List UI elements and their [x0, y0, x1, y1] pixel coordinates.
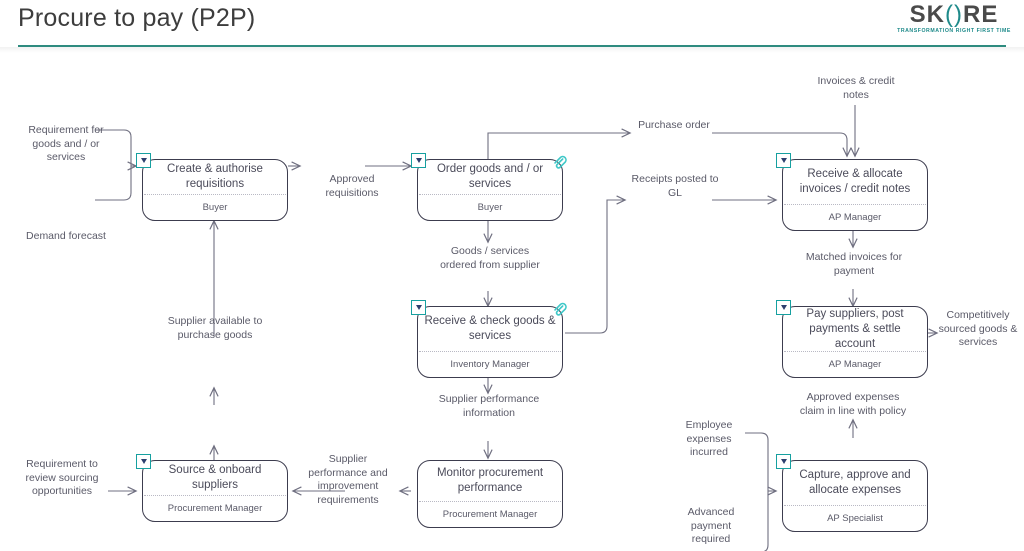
logo-wordmark-left: SK [909, 1, 945, 28]
header-divider [18, 45, 1006, 47]
flow-label-demand-forecast: Demand forecast [26, 230, 106, 242]
node-role: Buyer [144, 194, 286, 220]
process-node-capture-expenses[interactable]: Capture, approve and allocate expenses A… [776, 454, 928, 532]
flow-label-receipts-posted-gl: Receipts posted to GL [631, 173, 719, 199]
node-title: Source & onboard suppliers [168, 464, 262, 491]
process-flow-diagram: Create & authorise requisitions Buyer Or… [0, 48, 1024, 551]
node-role: Buyer [419, 194, 561, 220]
node-role: Procurement Manager [419, 501, 561, 527]
expand-badge-icon[interactable] [136, 153, 151, 168]
flow-label-invoices-credit-notes: Invoices & credit notes [817, 75, 895, 101]
expand-badge-icon[interactable] [411, 300, 426, 315]
attachment-paperclip-icon[interactable] [551, 301, 567, 317]
flow-label-matched-invoices: Matched invoices for payment [805, 251, 903, 277]
node-title: Pay suppliers, post payments & settle ac… [806, 307, 904, 350]
process-node-monitor-procurement[interactable]: Monitor procurement performance Procurem… [417, 460, 563, 528]
node-title: Create & authorise requisitions [167, 163, 263, 190]
skore-logo: SK()RE TRANSFORMATION RIGHT FIRST TIME [894, 2, 1014, 42]
flow-label-advanced-payment: Advanced payment required [687, 506, 735, 545]
flow-label-supplier-available: Supplier available to purchase goods [167, 315, 263, 341]
node-role: AP Manager [784, 204, 926, 230]
process-node-pay-suppliers[interactable]: Pay suppliers, post payments & settle ac… [776, 300, 928, 378]
page-title: Procure to pay (P2P) [18, 4, 256, 32]
flow-label-requirement-goods: Requirement for goods and / or services [28, 124, 104, 163]
process-node-create-requisitions[interactable]: Create & authorise requisitions Buyer [136, 153, 288, 221]
process-node-receive-invoices[interactable]: Receive & allocate invoices / credit not… [776, 153, 928, 231]
process-node-order-goods[interactable]: Order goods and / or services Buyer [411, 153, 567, 221]
flow-label-purchase-order: Purchase order [638, 119, 710, 131]
logo-wordmark: SK()RE [894, 2, 1014, 28]
canvas-top-shading [0, 47, 1024, 53]
node-title: Receive & check goods & services [424, 315, 556, 342]
node-title: Receive & allocate invoices / credit not… [799, 168, 911, 195]
process-node-receive-check-goods[interactable]: Receive & check goods & services Invento… [411, 300, 567, 378]
node-title: Monitor procurement performance [436, 467, 544, 494]
node-role: AP Specialist [784, 505, 926, 531]
expand-badge-icon[interactable] [776, 153, 791, 168]
node-role: Inventory Manager [419, 351, 561, 377]
expand-badge-icon[interactable] [411, 153, 426, 168]
node-title: Order goods and / or services [436, 163, 544, 190]
node-role: Procurement Manager [144, 495, 286, 521]
connector-layer [95, 105, 939, 551]
flow-label-supplier-performance-improvement: Supplier performance and improvement req… [308, 453, 388, 506]
logo-tagline: TRANSFORMATION RIGHT FIRST TIME [897, 28, 1011, 34]
expand-badge-icon[interactable] [136, 454, 151, 469]
flow-label-employee-expenses: Employee expenses incurred [685, 419, 733, 458]
page-header: Procure to pay (P2P) SK()RE TRANSFORMATI… [0, 0, 1024, 48]
flow-label-supplier-performance-info: Supplier performance information [438, 393, 540, 419]
logo-wordmark-right: RE [962, 1, 999, 28]
expand-badge-icon[interactable] [776, 454, 791, 469]
flow-label-competitively-sourced: Competitively sourced goods & services [938, 309, 1018, 348]
flow-label-approved-requisitions: Approved requisitions [325, 173, 379, 199]
attachment-paperclip-icon[interactable] [551, 154, 567, 170]
logo-wordmark-parens: () [945, 1, 963, 28]
expand-badge-icon[interactable] [776, 300, 791, 315]
node-title: Capture, approve and allocate expenses [799, 469, 911, 496]
node-role: AP Manager [784, 351, 926, 377]
flow-label-goods-services-ordered: Goods / services ordered from supplier [440, 245, 540, 271]
flow-label-approved-expenses-claim: Approved expenses claim in line with pol… [799, 391, 907, 417]
flow-label-requirement-review-sourcing: Requirement to review sourcing opportuni… [25, 458, 99, 497]
process-node-source-suppliers[interactable]: Source & onboard suppliers Procurement M… [136, 454, 288, 522]
